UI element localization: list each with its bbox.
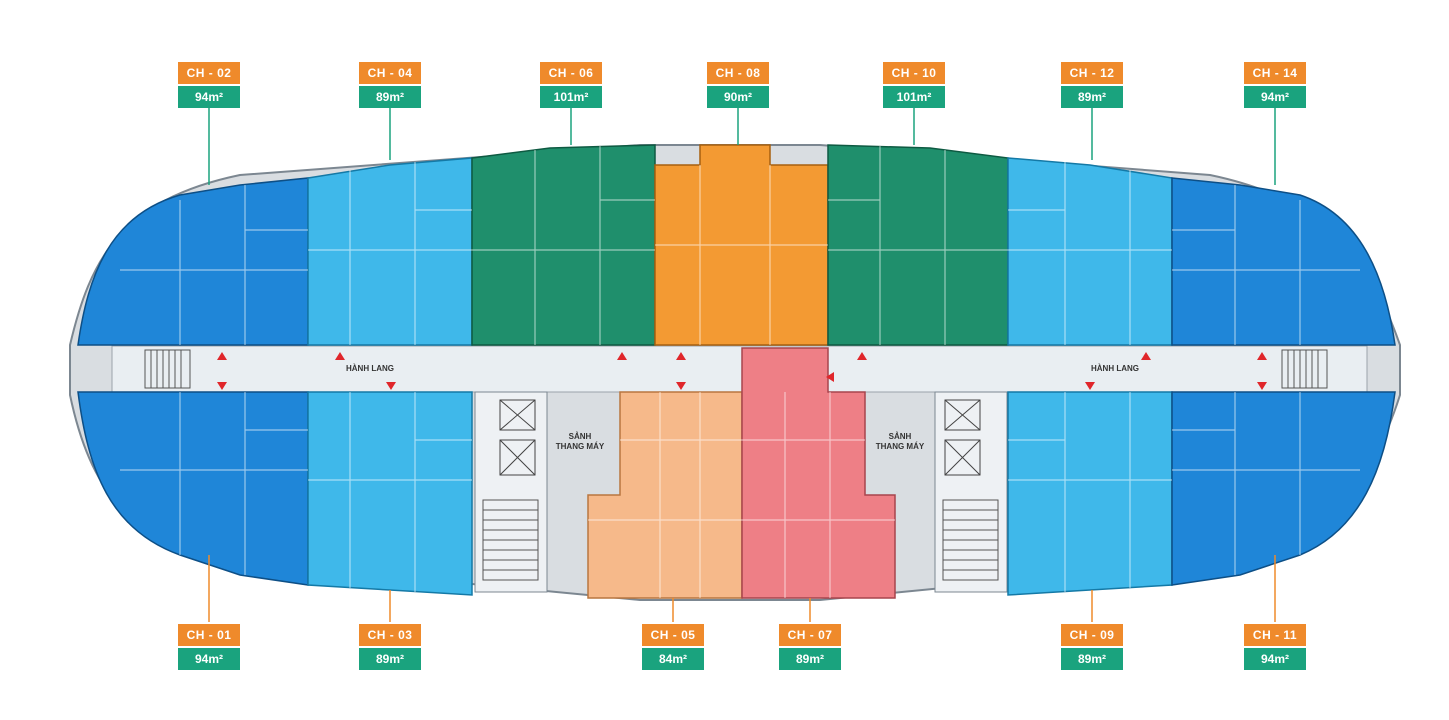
unit-code: CH - 03 bbox=[359, 624, 421, 646]
unit-area: 94m² bbox=[1244, 84, 1306, 108]
lobby-right-line2: THANG MÁY bbox=[875, 442, 925, 451]
corridor-label-left: HÀNH LANG bbox=[346, 364, 394, 373]
unit-tag-ch-03[interactable]: CH - 03 89m² bbox=[359, 624, 421, 670]
corridor-label-right: HÀNH LANG bbox=[1091, 364, 1139, 373]
lobby-left-line2: THANG MÁY bbox=[555, 442, 605, 451]
unit-area: 89m² bbox=[359, 646, 421, 670]
unit-code: CH - 02 bbox=[178, 62, 240, 84]
unit-tag-ch-04[interactable]: CH - 04 89m² bbox=[359, 62, 421, 108]
unit-tag-ch-11[interactable]: CH - 11 94m² bbox=[1244, 624, 1306, 670]
unit-area: 101m² bbox=[540, 84, 602, 108]
unit-area: 89m² bbox=[359, 84, 421, 108]
leader-lines bbox=[208, 108, 1276, 622]
unit-code: CH - 10 bbox=[883, 62, 945, 84]
unit-ch-03[interactable] bbox=[307, 391, 473, 596]
unit-area: 94m² bbox=[178, 84, 240, 108]
room-walls bbox=[120, 146, 1360, 598]
stairs bbox=[144, 349, 1328, 581]
unit-tag-ch-05[interactable]: CH - 05 84m² bbox=[642, 624, 704, 670]
elevator-core-left bbox=[474, 391, 548, 593]
unit-code: CH - 06 bbox=[540, 62, 602, 84]
unit-tag-ch-10[interactable]: CH - 10 101m² bbox=[883, 62, 945, 108]
unit-ch-01[interactable] bbox=[77, 391, 309, 586]
unit-ch-07[interactable] bbox=[741, 347, 896, 599]
elevator-core-right bbox=[934, 391, 1008, 593]
unit-ch-09[interactable] bbox=[1007, 391, 1173, 596]
unit-ch-10[interactable] bbox=[827, 144, 1009, 346]
unit-code: CH - 07 bbox=[779, 624, 841, 646]
lobby-right-line1: SẢNH bbox=[888, 432, 912, 441]
elevator-icon bbox=[499, 399, 981, 476]
unit-code: CH - 14 bbox=[1244, 62, 1306, 84]
unit-code: CH - 09 bbox=[1061, 624, 1123, 646]
unit-area: 89m² bbox=[1061, 84, 1123, 108]
lobby-label-right: SẢNH THANG MÁY bbox=[865, 432, 935, 452]
unit-tag-ch-12[interactable]: CH - 12 89m² bbox=[1061, 62, 1123, 108]
unit-area: 89m² bbox=[1061, 646, 1123, 670]
unit-tag-ch-09[interactable]: CH - 09 89m² bbox=[1061, 624, 1123, 670]
unit-tag-ch-02[interactable]: CH - 02 94m² bbox=[178, 62, 240, 108]
unit-tag-ch-01[interactable]: CH - 01 94m² bbox=[178, 624, 240, 670]
unit-code: CH - 12 bbox=[1061, 62, 1123, 84]
corridor bbox=[111, 345, 1368, 393]
unit-area: 89m² bbox=[779, 646, 841, 670]
unit-code: CH - 01 bbox=[178, 624, 240, 646]
unit-tag-ch-14[interactable]: CH - 14 94m² bbox=[1244, 62, 1306, 108]
unit-tag-ch-06[interactable]: CH - 06 101m² bbox=[540, 62, 602, 108]
unit-area: 84m² bbox=[642, 646, 704, 670]
unit-tag-ch-07[interactable]: CH - 07 89m² bbox=[779, 624, 841, 670]
unit-code: CH - 04 bbox=[359, 62, 421, 84]
unit-ch-12[interactable] bbox=[1007, 157, 1173, 346]
unit-ch-11[interactable] bbox=[1171, 391, 1396, 586]
entrance-arrows bbox=[217, 352, 1267, 390]
unit-area: 94m² bbox=[178, 646, 240, 670]
unit-ch-14[interactable] bbox=[1171, 177, 1396, 346]
unit-tag-ch-08[interactable]: CH - 08 90m² bbox=[707, 62, 769, 108]
unit-ch-06[interactable] bbox=[471, 144, 656, 346]
unit-ch-04[interactable] bbox=[307, 157, 473, 346]
unit-code: CH - 05 bbox=[642, 624, 704, 646]
lobby-left-line1: SẢNH bbox=[568, 432, 592, 441]
unit-area: 90m² bbox=[707, 84, 769, 108]
lobby-label-left: SẢNH THANG MÁY bbox=[545, 432, 615, 452]
unit-ch-02[interactable] bbox=[77, 177, 309, 346]
unit-code: CH - 08 bbox=[707, 62, 769, 84]
unit-code: CH - 11 bbox=[1244, 624, 1306, 646]
unit-area: 94m² bbox=[1244, 646, 1306, 670]
unit-area: 101m² bbox=[883, 84, 945, 108]
